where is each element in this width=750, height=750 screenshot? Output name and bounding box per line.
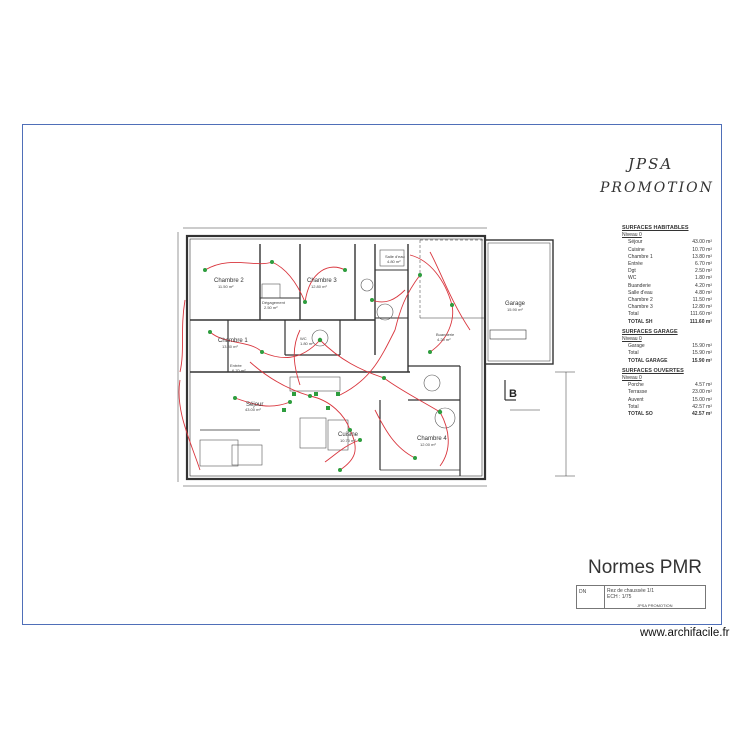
title-block-footer: JPSA PROMOTION bbox=[637, 603, 673, 608]
room-chambre1-label: Chambre 1 bbox=[218, 338, 248, 344]
room-wc-area: 1.80 m² bbox=[300, 341, 314, 346]
watermark-link[interactable]: www.archifacile.fr bbox=[640, 627, 730, 639]
electrical-symbols bbox=[203, 260, 454, 472]
title-block-divider bbox=[604, 586, 605, 608]
room-entree-area: 6.70 m² bbox=[232, 368, 246, 373]
company-name-line2: PROMOTION bbox=[600, 180, 714, 196]
legend-heading-habitables: SURFACES HABITABLES bbox=[622, 225, 689, 231]
house-walls bbox=[177, 227, 575, 487]
room-cuisine-label: Cuisine bbox=[338, 432, 359, 438]
title-block-code: DN bbox=[579, 589, 587, 595]
legend-level-ouvertes: Niveau 0 bbox=[622, 375, 642, 382]
section-marker-b: B bbox=[504, 380, 540, 411]
room-entree-label: Entrée bbox=[230, 363, 243, 368]
room-chambre3-label: Chambre 3 bbox=[307, 278, 337, 284]
plan-title: Normes PMR bbox=[588, 557, 703, 578]
room-garage-area: 15.90 m² bbox=[507, 307, 523, 312]
room-labels: Chambre 2 11.50 m² Chambre 3 12.80 m² Dé… bbox=[214, 254, 526, 447]
room-chambre3-area: 12.80 m² bbox=[311, 284, 327, 289]
room-chambre4-area: 12.00 m² bbox=[420, 442, 436, 447]
room-sdb-area: 4.80 m² bbox=[387, 259, 401, 264]
room-garage-label: Garage bbox=[505, 301, 526, 307]
drawing-sheet-frame bbox=[22, 124, 722, 625]
legend-heading-garage: SURFACES GARAGE bbox=[622, 328, 678, 335]
room-buanderie-label: Buanderie bbox=[436, 332, 455, 337]
room-chambre2-area: 11.50 m² bbox=[218, 284, 234, 289]
company-name-line1: JPSA bbox=[628, 155, 674, 173]
room-wc-label: WC bbox=[300, 336, 307, 341]
room-sejour-label: Séjour bbox=[246, 402, 263, 408]
electrical-wiring bbox=[178, 251, 471, 471]
furniture bbox=[199, 249, 456, 467]
room-cuisine-area: 10.70 m² bbox=[340, 438, 356, 443]
room-chambre1-area: 13.80 m² bbox=[222, 344, 238, 349]
room-chambre4-label: Chambre 4 bbox=[417, 436, 447, 442]
room-degagement-area: 2.50 m² bbox=[264, 305, 278, 310]
garage-block bbox=[419, 239, 554, 365]
room-degagement-label: Dégagement bbox=[262, 300, 286, 305]
legend-level-habitables: Niveau 0 bbox=[622, 232, 642, 239]
legend-level-garage: Niveau 0 bbox=[622, 336, 642, 343]
legend-heading-ouvertes: SURFACES OUVERTES bbox=[622, 367, 684, 374]
room-buanderie-area: 4.20 m² bbox=[437, 337, 451, 342]
room-sdb-label: Salle d'eau bbox=[385, 254, 405, 259]
room-chambre2-label: Chambre 2 bbox=[214, 278, 244, 284]
section-marker-label: B bbox=[509, 388, 517, 400]
room-sejour-area: 43.00 m² bbox=[245, 407, 261, 412]
